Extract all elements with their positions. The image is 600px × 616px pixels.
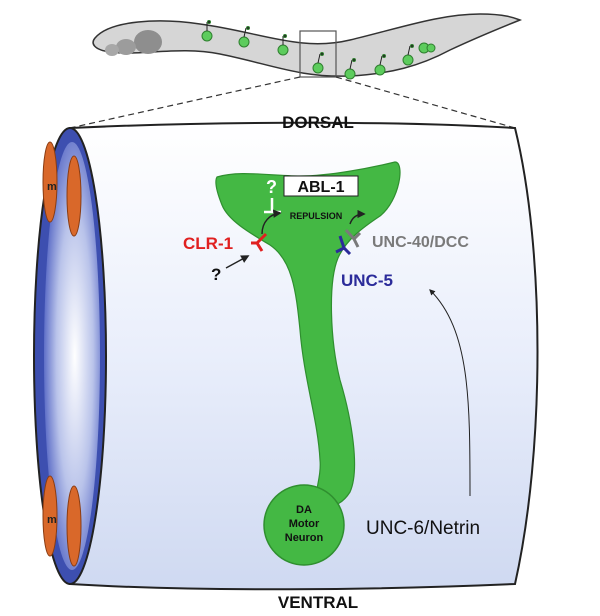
neuron-label-line1: DA [296, 504, 312, 516]
muscle-label-top: m [47, 181, 57, 193]
neuron-label-line2: Motor [289, 518, 320, 530]
zoom-box [299, 30, 337, 78]
question-mark-top: ? [266, 177, 277, 197]
unc40-receptor [344, 229, 362, 248]
worm-body [92, 13, 523, 77]
question-mark-left: ? [211, 265, 221, 284]
unc5-receptor [335, 235, 352, 256]
abl1-box [283, 175, 359, 197]
ventral-label: VENTRAL [278, 593, 358, 612]
neuron-cell-body [263, 484, 345, 566]
neuron-axon-growth-cone [215, 161, 401, 507]
repulsion-arrow-left [261, 209, 282, 235]
tube-cross-section [33, 127, 107, 585]
muscle-cells [42, 141, 82, 567]
repulsion-arrow-right [349, 209, 366, 225]
zoom-line-right [335, 76, 516, 129]
unc6-netrin-label: UNC-6/Netrin [366, 518, 480, 539]
muscle-label-bottom: m [47, 514, 57, 526]
neuron-label-line3: Neuron [285, 532, 324, 544]
clr1-label: CLR-1 [183, 234, 233, 253]
unc5-label: UNC-5 [341, 271, 393, 290]
clr1-receptor [251, 232, 268, 252]
clr1-ligand-arrow [225, 255, 250, 269]
worm-neurons [201, 20, 436, 80]
repulsion-label: REPULSION [290, 211, 343, 221]
unc40-label: UNC-40/DCC [372, 234, 469, 251]
abl1-label: ABL-1 [297, 179, 344, 196]
dorsal-label: DORSAL [282, 113, 354, 132]
zoom-line-left [69, 76, 301, 129]
netrin-arrow [429, 289, 471, 497]
